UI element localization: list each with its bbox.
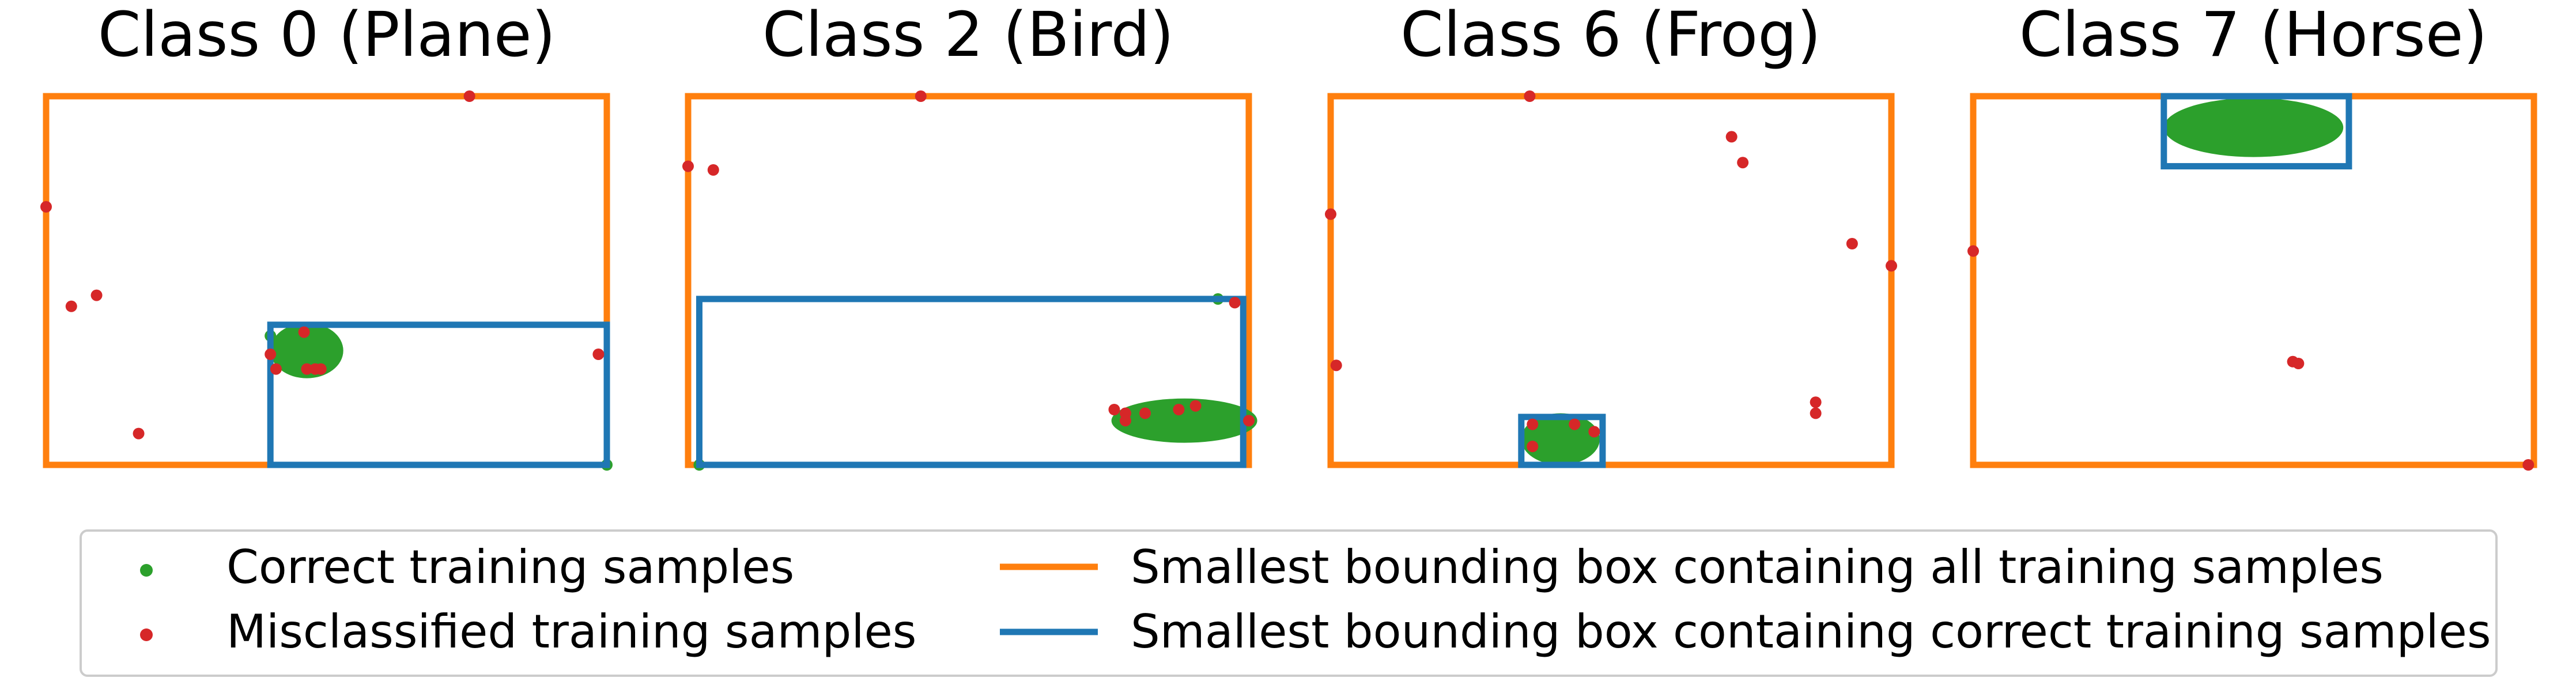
misclassified-sample-point bbox=[265, 349, 277, 360]
misclassified-sample-point bbox=[1189, 400, 1202, 412]
all-samples-bounding-box bbox=[1327, 93, 1895, 468]
misclassified-sample-point bbox=[1527, 441, 1539, 452]
panel-title: Class 6 (Frog) bbox=[1400, 0, 1821, 71]
misclassified-sample-point bbox=[1139, 407, 1151, 419]
legend-misclassified-label: Misclassified training samples bbox=[226, 605, 916, 658]
misclassified-sample-point bbox=[1173, 404, 1185, 415]
misclassified-sample-point bbox=[1569, 418, 1581, 430]
correct-samples-bounding-box bbox=[696, 296, 1247, 468]
misclassified-sample-point bbox=[40, 201, 52, 213]
misclassified-sample-point bbox=[915, 90, 927, 102]
plot-area bbox=[1967, 93, 2537, 471]
misclassified-sample-point bbox=[1325, 208, 1336, 220]
misclassified-sample-point bbox=[592, 349, 605, 360]
all-samples-bounding-box bbox=[43, 93, 610, 468]
misclassified-sample-point bbox=[1967, 245, 1979, 257]
plot-area bbox=[1325, 90, 1897, 468]
panel-title: Class 2 (Bird) bbox=[762, 0, 1174, 71]
panel-class-7: Class 7 (Horse) bbox=[1967, 0, 2537, 471]
panel-class-2: Class 2 (Bird) bbox=[682, 0, 1257, 471]
panel-title: Class 0 (Plane) bbox=[98, 0, 556, 71]
legend-correct-marker bbox=[140, 564, 153, 577]
plot-area bbox=[682, 90, 1257, 471]
panel-title: Class 7 (Horse) bbox=[2019, 0, 2488, 71]
misclassified-sample-point bbox=[2522, 459, 2535, 471]
misclassified-sample-point bbox=[1119, 415, 1131, 427]
misclassified-sample-point bbox=[1243, 415, 1255, 427]
misclassified-sample-point bbox=[1527, 418, 1539, 430]
misclassified-sample-point bbox=[1725, 131, 1738, 143]
misclassified-sample-point bbox=[301, 363, 313, 375]
legend-frame bbox=[80, 529, 2498, 677]
misclassified-sample-point bbox=[270, 363, 282, 375]
misclassified-sample-point bbox=[1846, 238, 1858, 249]
correct-samples-cluster bbox=[270, 323, 343, 378]
legend-correct-label: Correct training samples bbox=[226, 540, 794, 594]
legend-misclassified-marker bbox=[140, 628, 153, 641]
correct-samples-cluster bbox=[2163, 98, 2344, 157]
misclassified-sample-point bbox=[1810, 407, 1822, 419]
plot-area bbox=[40, 90, 613, 471]
correct-samples-bounding-box bbox=[1518, 414, 1606, 468]
misclassified-sample-point bbox=[1810, 396, 1822, 408]
misclassified-sample-point bbox=[133, 427, 145, 440]
correct-samples-cluster bbox=[1111, 398, 1257, 443]
legend-all-box-label: Smallest bounding box containing all tra… bbox=[1131, 540, 2384, 594]
misclassified-sample-point bbox=[1737, 157, 1749, 169]
correct-samples-cluster bbox=[1521, 413, 1600, 465]
misclassified-sample-point bbox=[707, 164, 719, 176]
misclassified-sample-point bbox=[1886, 260, 1897, 272]
misclassified-sample-point bbox=[90, 289, 103, 301]
misclassified-sample-point bbox=[1588, 426, 1600, 438]
legend-correct-box-label: Smallest bounding box containing correct… bbox=[1131, 605, 2491, 658]
misclassified-sample-point bbox=[2292, 358, 2305, 369]
misclassified-sample-point bbox=[1524, 90, 1536, 102]
misclassified-sample-point bbox=[1330, 359, 1342, 372]
misclassified-sample-point bbox=[1229, 297, 1241, 309]
misclassified-sample-point bbox=[1108, 404, 1120, 415]
misclassified-sample-point bbox=[682, 160, 694, 172]
misclassified-sample-point bbox=[315, 363, 327, 375]
correct-samples-bounding-box bbox=[267, 321, 610, 468]
legend: Correct training samples Misclassified t… bbox=[80, 529, 2498, 677]
correct-samples-bounding-box bbox=[2160, 93, 2352, 170]
misclassified-sample-point bbox=[65, 300, 77, 312]
misclassified-sample-point bbox=[463, 90, 475, 102]
panel-class-0: Class 0 (Plane) bbox=[40, 0, 613, 471]
panel-class-6: Class 6 (Frog) bbox=[1325, 0, 1897, 468]
misclassified-sample-point bbox=[298, 326, 310, 338]
